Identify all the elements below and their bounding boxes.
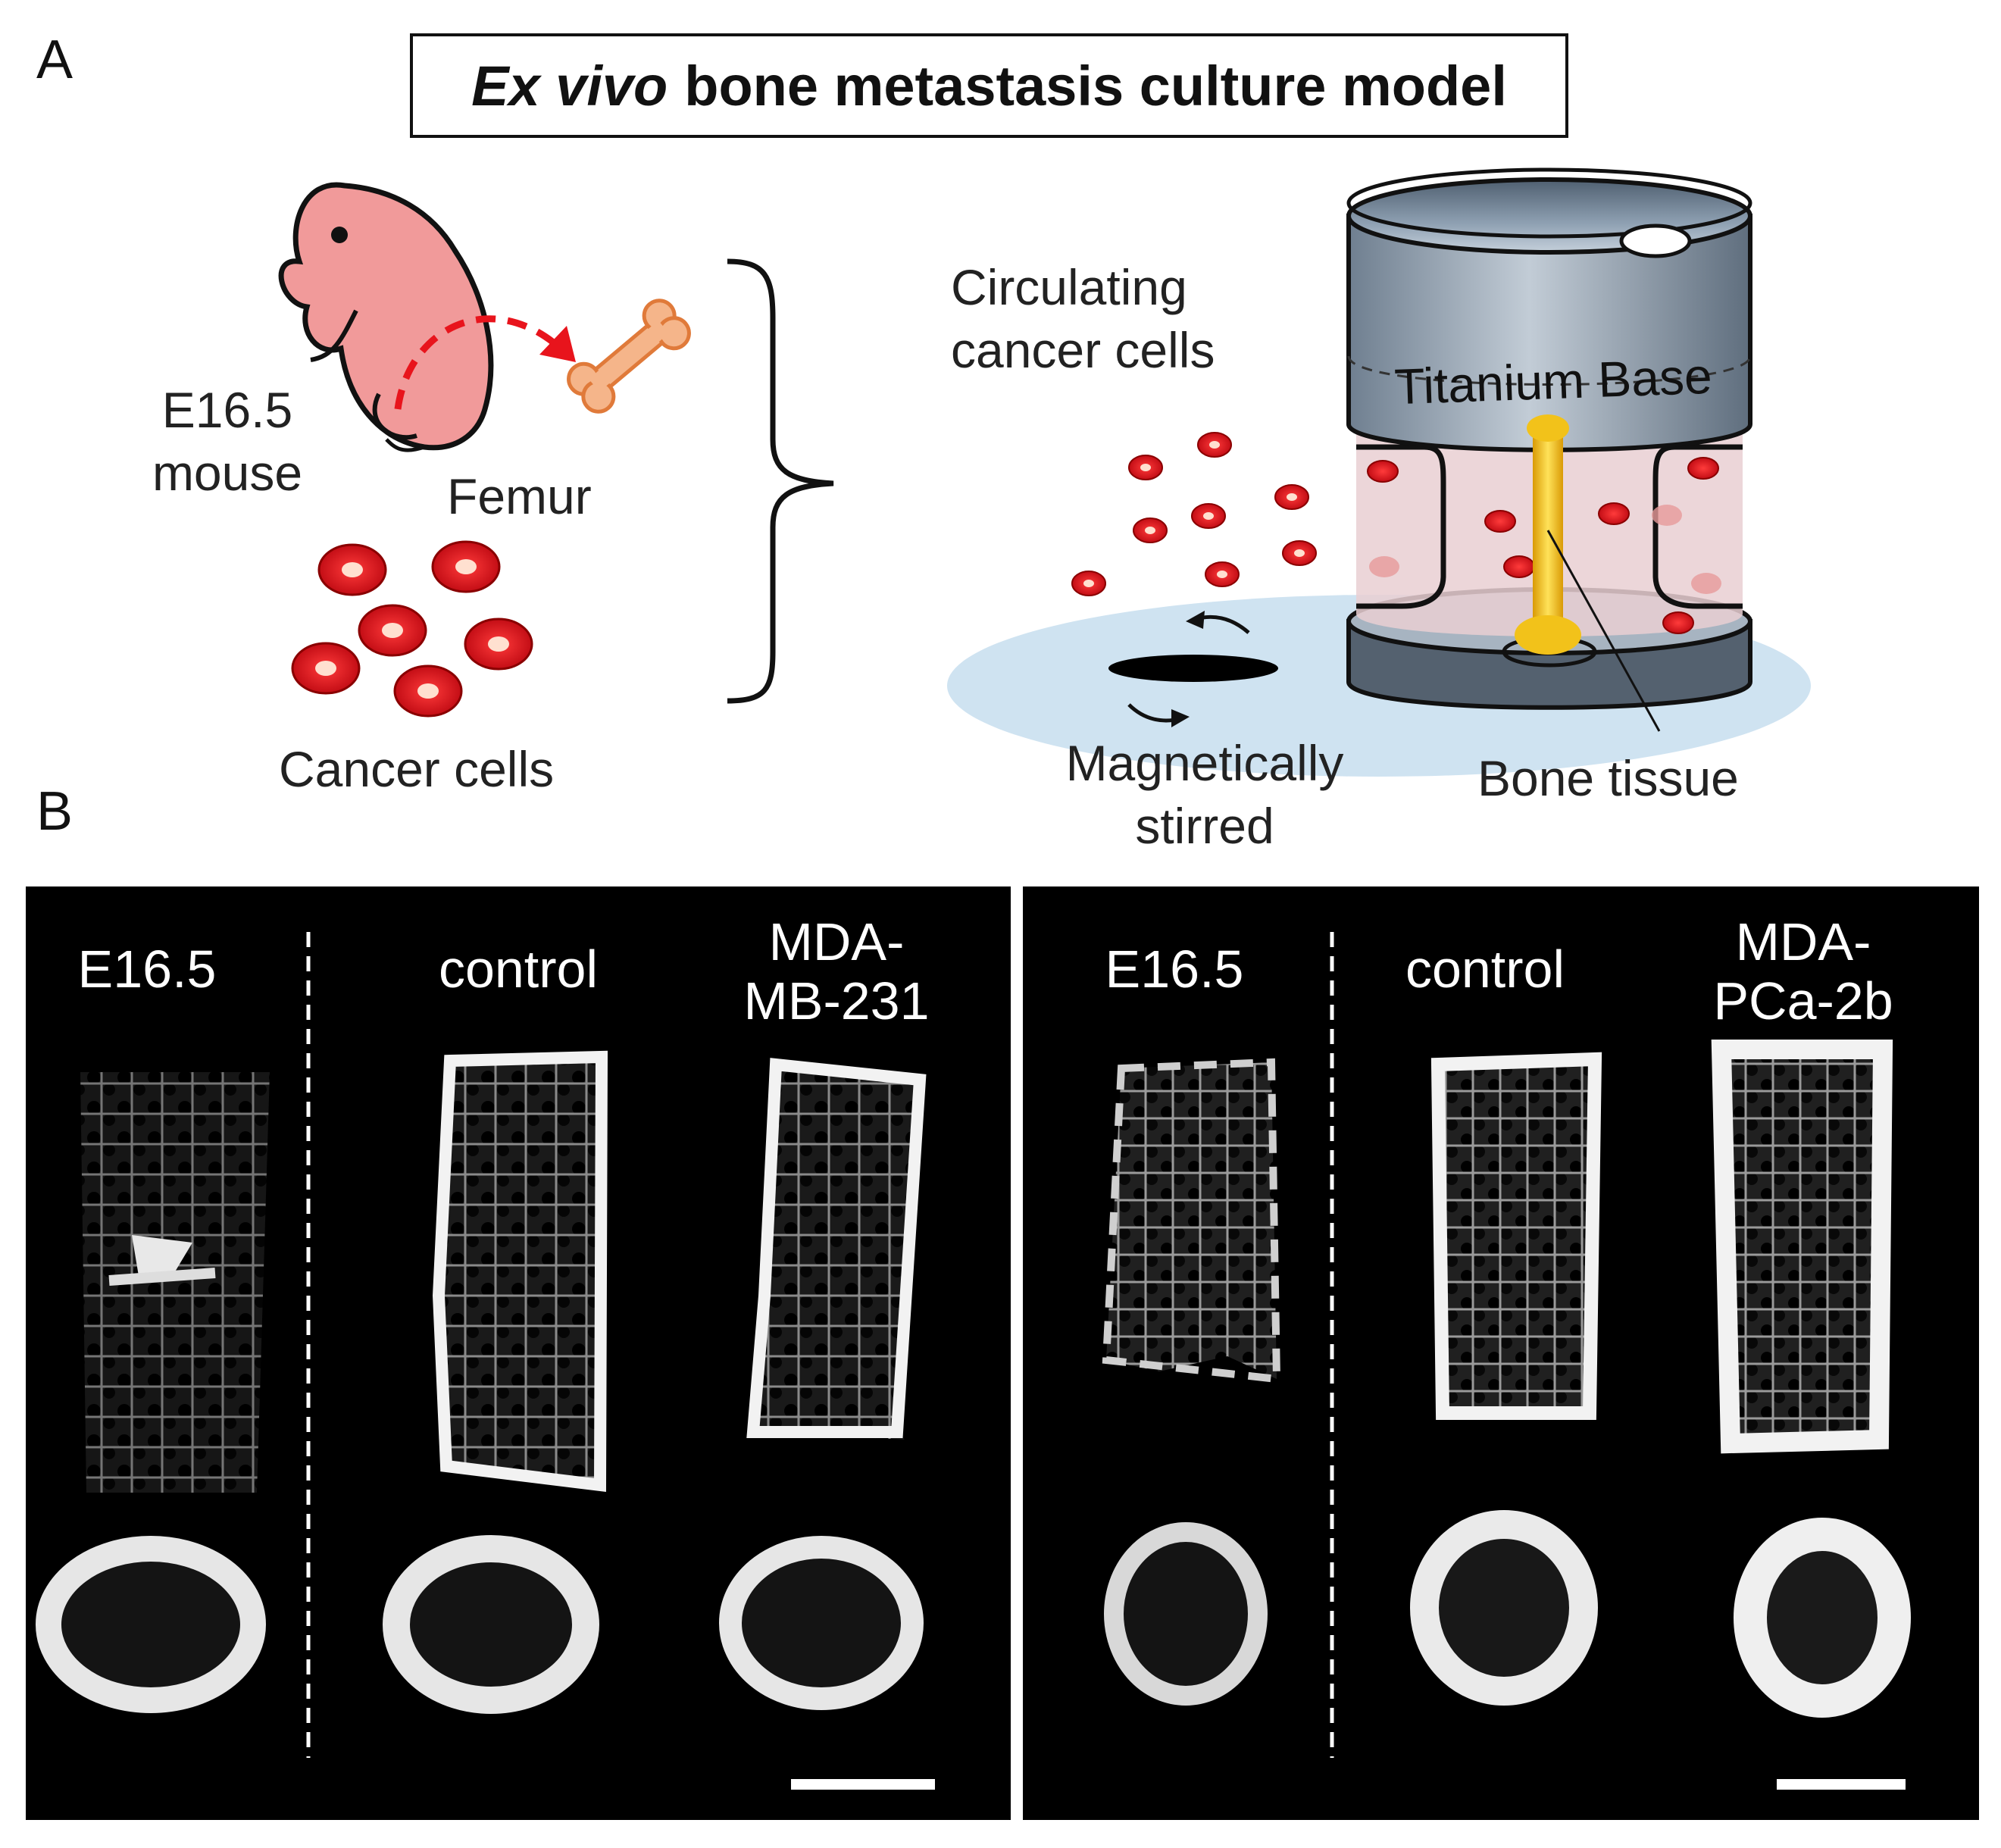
bone-scan-control-long (439, 1057, 602, 1485)
stir-bar-icon (1108, 655, 1278, 682)
culture-chamber (1346, 167, 1752, 732)
panel-a-schematic (278, 167, 1811, 777)
col-label-control: control (438, 940, 599, 999)
cancer-cell-icon (317, 543, 387, 596)
microct-images-left (36, 932, 935, 1790)
magnetic-line2: stirred (1135, 797, 1274, 854)
bone-cross-control-right (1410, 1510, 1598, 1706)
microct-images-right (1102, 932, 1911, 1790)
bone-scan-e165-long-right (1106, 1062, 1277, 1379)
cancer-cells-cluster (291, 540, 533, 718)
circulating-cells-label: Circulating cancer cells (951, 256, 1215, 381)
title-italic: Ex vivo (471, 54, 668, 117)
bone-scan-mda-long (753, 1065, 920, 1440)
col-label-mda-pca-2b: MDA- PCa-2b (1713, 912, 1893, 1031)
cancer-cell-icon (358, 604, 427, 657)
circulating-line2: cancer cells (951, 321, 1215, 378)
arrow-head (539, 326, 576, 362)
cancer-cell-icon (431, 540, 501, 593)
bone-cross-e165-right (1104, 1522, 1268, 1706)
col-label-control-right: control (1405, 940, 1565, 999)
microct-panel-right: E16.5 control MDA- PCa-2b (1023, 886, 1979, 1820)
col-label-e165: E16.5 (77, 940, 217, 999)
magnetic-label: Magnetically stirred (1008, 732, 1402, 857)
bone-scan-e165-long (80, 1072, 270, 1493)
magnetic-line1: Magnetically (1065, 735, 1344, 791)
circulating-cells (1071, 432, 1317, 596)
microct-panel-left: E16.5 control MDA- MB-231 (26, 886, 1011, 1820)
bone-cross-mda-right (1734, 1518, 1911, 1718)
mouse-label-line1: E16.5 (161, 382, 293, 438)
title-rest: bone metastasis culture model (684, 54, 1507, 117)
circulating-line1: Circulating (951, 259, 1187, 315)
curly-brace (727, 258, 834, 704)
diagram-title: Ex vivo bone metastasis culture model (410, 33, 1568, 138)
col-label-mda-mb-231: MDA- MB-231 (743, 912, 930, 1031)
panel-b-letter: B (36, 781, 73, 842)
dashed-arrow (394, 315, 563, 410)
scale-bar-left (791, 1779, 935, 1790)
bone-cross-control (383, 1535, 599, 1714)
mouse-label: E16.5 mouse (121, 379, 333, 504)
bone-scan-mda-long-right (1721, 1049, 1883, 1443)
femur-bone-icon (567, 299, 691, 414)
cancer-cell-icon (464, 618, 533, 671)
mouse-label-line2: mouse (152, 444, 303, 501)
col-label-e165-right: E16.5 (1105, 940, 1244, 999)
bone-cross-e165 (36, 1536, 266, 1713)
femur-label: Femur (447, 468, 592, 524)
mouse-embryo-icon (278, 182, 494, 452)
cancer-cell-icon (393, 664, 463, 718)
bone-cross-mda (719, 1536, 924, 1710)
bone-tissue-label: Bone tissue (1477, 750, 1739, 806)
panel-a-letter: A (36, 30, 73, 90)
cancer-cells-label: Cancer cells (279, 741, 555, 797)
cancer-cell-icon (291, 642, 361, 695)
bone-scan-control-long-right (1438, 1059, 1595, 1413)
scale-bar-right (1777, 1779, 1906, 1790)
